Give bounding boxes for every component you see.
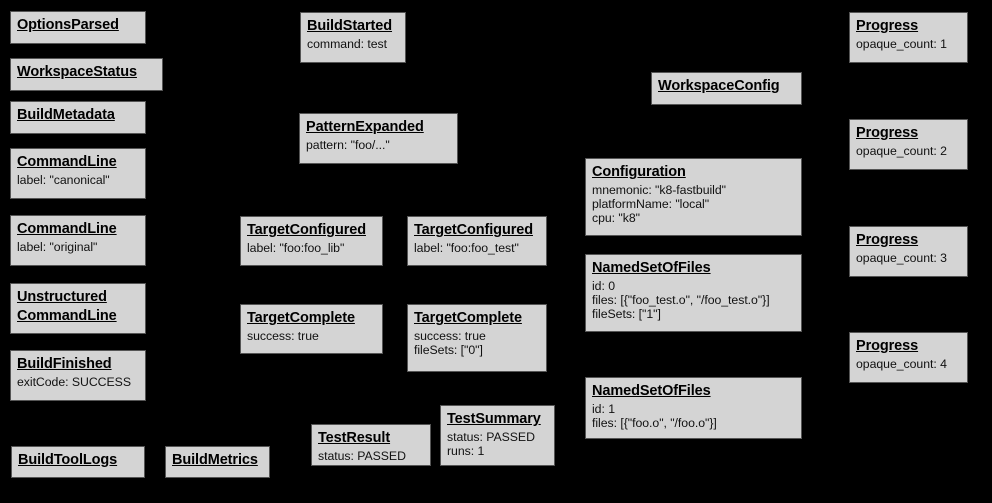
node-fields: pattern: "foo/..." [306, 138, 451, 152]
node-title: Progress [856, 18, 919, 34]
node-fields: label: "foo:foo_test" [414, 241, 540, 255]
node-field: opaque_count: 3 [856, 250, 947, 265]
node-field: opaque_count: 2 [856, 143, 947, 158]
node-fields: status: PASSED [318, 449, 424, 463]
node-options-parsed[interactable]: OptionsParsed [10, 11, 146, 44]
node-build-tool-logs[interactable]: BuildToolLogs [11, 446, 145, 478]
node-field: label: "foo:foo_test" [414, 240, 519, 255]
node-workspace-config[interactable]: WorkspaceConfig [651, 72, 802, 105]
node-title: TargetComplete [247, 310, 355, 326]
node-title: CommandLine [17, 154, 117, 170]
node-progress-2[interactable]: Progress opaque_count: 2 [849, 119, 968, 170]
node-title: BuildToolLogs [18, 452, 118, 468]
node-pattern-expanded[interactable]: PatternExpanded pattern: "foo/..." [299, 113, 458, 164]
node-fields: opaque_count: 1 [856, 37, 961, 51]
node-field: status: PASSED [318, 448, 406, 463]
node-fields: exitCode: SUCCESS [17, 375, 139, 389]
node-fields: command: test [307, 37, 399, 51]
node-build-metrics[interactable]: BuildMetrics [165, 446, 270, 478]
node-title: TestSummary [447, 411, 541, 427]
node-target-configured-test[interactable]: TargetConfigured label: "foo:foo_test" [407, 216, 547, 266]
node-fields: opaque_count: 2 [856, 144, 961, 158]
node-field: status: PASSED [447, 429, 535, 444]
node-progress-1[interactable]: Progress opaque_count: 1 [849, 12, 968, 63]
node-field: platformName: "local" [592, 196, 710, 211]
node-field: exitCode: SUCCESS [17, 374, 131, 389]
node-fields: label: "canonical" [17, 173, 139, 187]
node-field: pattern: "foo/..." [306, 137, 390, 152]
node-title: CommandLine [17, 307, 117, 324]
node-build-finished[interactable]: BuildFinished exitCode: SUCCESS [10, 350, 146, 401]
node-command-line-original[interactable]: CommandLine label: "original" [10, 215, 146, 266]
node-field: fileSets: ["1"] [592, 307, 661, 322]
node-test-result[interactable]: TestResult status: PASSED [311, 424, 431, 466]
node-workspace-status[interactable]: WorkspaceStatus [10, 58, 163, 91]
node-title: BuildStarted [307, 18, 393, 34]
node-title: Configuration [592, 164, 686, 180]
node-title: CommandLine [17, 221, 117, 237]
node-title: Progress [856, 125, 919, 141]
node-title: OptionsParsed [17, 17, 119, 33]
node-fields: opaque_count: 3 [856, 251, 961, 265]
node-title: NamedSetOfFiles [592, 383, 711, 399]
node-title: BuildMetrics [172, 452, 258, 468]
node-title: Progress [856, 338, 919, 354]
node-field: fileSets: ["0"] [414, 342, 483, 357]
node-title: WorkspaceConfig [658, 78, 780, 94]
node-field: cpu: "k8" [592, 211, 640, 226]
node-title: BuildFinished [17, 356, 112, 372]
node-configuration[interactable]: Configuration mnemonic: "k8-fastbuild"pla… [585, 158, 802, 236]
node-title: WorkspaceStatus [17, 64, 137, 80]
node-field: label: "foo:foo_lib" [247, 240, 345, 255]
node-fields: mnemonic: "k8-fastbuild"platformName: "l… [592, 183, 795, 226]
node-title: NamedSetOfFiles [592, 260, 711, 276]
node-field: success: true [414, 328, 486, 343]
node-field: id: 0 [592, 278, 615, 293]
node-field: runs: 1 [447, 443, 485, 458]
node-title: Unstructured [17, 289, 107, 305]
node-fields: label: "foo:foo_lib" [247, 241, 376, 255]
node-unstructured-command-line[interactable]: UnstructuredCommandLine [10, 283, 146, 334]
node-fields: success: true [247, 329, 376, 343]
node-field: id: 1 [592, 401, 615, 416]
node-field: opaque_count: 4 [856, 356, 947, 371]
node-field: files: [{"foo.o", "/foo.o"}] [592, 415, 717, 430]
node-fields: label: "original" [17, 240, 139, 254]
node-title: TargetConfigured [414, 222, 533, 238]
node-field: opaque_count: 1 [856, 36, 947, 51]
node-target-complete-lib[interactable]: TargetComplete success: true [240, 304, 383, 354]
node-fields: opaque_count: 4 [856, 357, 961, 371]
node-field: command: test [307, 36, 387, 51]
node-target-configured-lib[interactable]: TargetConfigured label: "foo:foo_lib" [240, 216, 383, 266]
node-field: mnemonic: "k8-fastbuild" [592, 182, 726, 197]
node-build-started[interactable]: BuildStarted command: test [300, 12, 406, 63]
node-title: Progress [856, 232, 919, 248]
node-progress-4[interactable]: Progress opaque_count: 4 [849, 332, 968, 383]
node-field: label: "original" [17, 239, 98, 254]
node-progress-3[interactable]: Progress opaque_count: 3 [849, 226, 968, 277]
node-command-line-canonical[interactable]: CommandLine label: "canonical" [10, 148, 146, 199]
node-field: files: [{"foo_test.o", "/foo_test.o"}] [592, 292, 770, 307]
node-title: BuildMetadata [17, 107, 115, 123]
node-field: label: "canonical" [17, 172, 110, 187]
node-title: TargetComplete [414, 310, 522, 326]
node-title: TargetConfigured [247, 222, 366, 238]
node-field: success: true [247, 328, 319, 343]
node-title: PatternExpanded [306, 119, 424, 135]
node-title: TestResult [318, 430, 391, 446]
node-build-metadata[interactable]: BuildMetadata [10, 101, 146, 134]
